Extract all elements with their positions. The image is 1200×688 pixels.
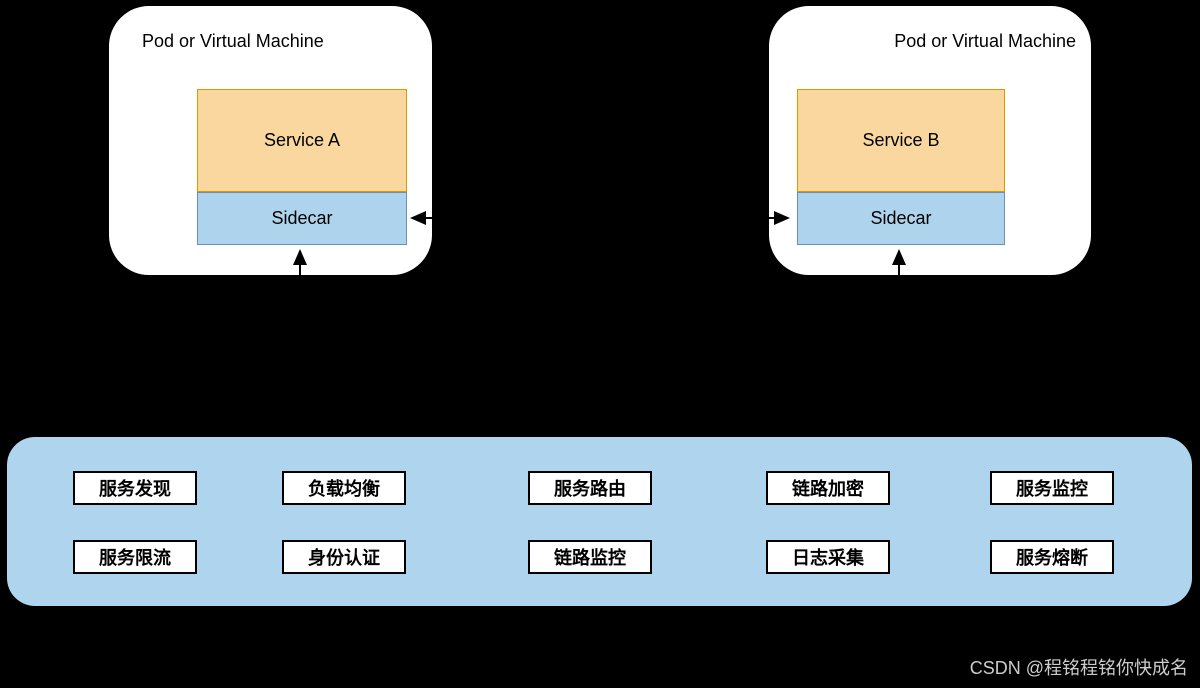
feature-box-link-monitoring: 链路监控 bbox=[528, 540, 652, 574]
sidecar-a-box: Sidecar bbox=[197, 192, 407, 245]
feature-box-link-encryption: 链路加密 bbox=[766, 471, 890, 505]
feature-box-service-monitoring: 服务监控 bbox=[990, 471, 1114, 505]
feature-box-load-balancing: 负载均衡 bbox=[282, 471, 406, 505]
feature-box-service-discovery: 服务发现 bbox=[73, 471, 197, 505]
service-a-box: Service A bbox=[197, 89, 407, 192]
capabilities-panel: 服务发现 负载均衡 服务路由 链路加密 服务监控 服务限流 身份认证 链路监控 … bbox=[7, 437, 1192, 606]
feature-box-rate-limiting: 服务限流 bbox=[73, 540, 197, 574]
sidecar-b-box: Sidecar bbox=[797, 192, 1005, 245]
pod-right-title: Pod or Virtual Machine bbox=[894, 31, 1076, 51]
pod-right: Pod or Virtual Machine Service B Sidecar bbox=[767, 4, 1093, 277]
feature-box-log-collection: 日志采集 bbox=[766, 540, 890, 574]
pod-left-title: Pod or Virtual Machine bbox=[142, 31, 324, 51]
service-b-box: Service B bbox=[797, 89, 1005, 192]
pod-left: Pod or Virtual Machine Service A Sidecar bbox=[107, 4, 434, 277]
feature-box-identity-authentication: 身份认证 bbox=[282, 540, 406, 574]
feature-box-service-routing: 服务路由 bbox=[528, 471, 652, 505]
watermark: CSDN @程铭程铭你快成名 bbox=[969, 658, 1188, 678]
feature-box-circuit-breaking: 服务熔断 bbox=[990, 540, 1114, 574]
